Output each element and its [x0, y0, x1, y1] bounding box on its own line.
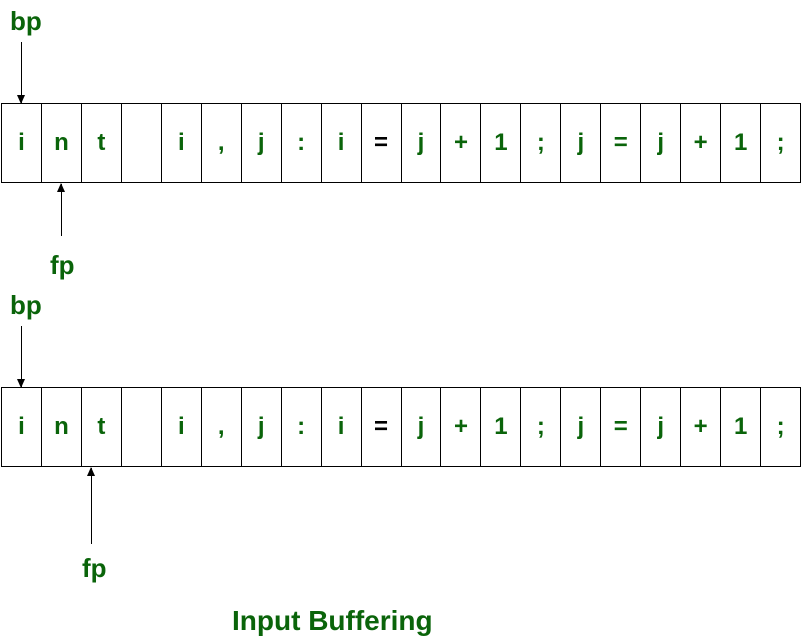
fp-label-2: fp: [82, 553, 107, 583]
buffer-cell: i: [2, 104, 42, 182]
buffer-cell: =: [362, 388, 402, 466]
buffer-cell: [122, 388, 162, 466]
buffer-cell: j: [641, 104, 682, 182]
bp-arrow-2: [17, 326, 25, 388]
bp-arrow-1: [17, 42, 25, 104]
buffer-cell: 1: [721, 104, 762, 182]
buffer-cell: j: [641, 388, 682, 466]
buffer-cell: n: [42, 104, 82, 182]
bp-label-1: bp: [10, 6, 42, 36]
buffer-cell: i: [2, 388, 42, 466]
buffer-cell: +: [681, 388, 722, 466]
bp-label-2: bp: [10, 290, 42, 320]
diagram-caption: Input Buffering: [232, 605, 433, 636]
buffer-cell: :: [282, 104, 322, 182]
buffer-cell: 1: [481, 388, 522, 466]
buffer-cell: t: [82, 388, 122, 466]
buffer-cell: =: [601, 104, 642, 182]
buffer-cell: :: [282, 388, 322, 466]
buffer-cell: j: [242, 104, 282, 182]
buffer-cell: i: [322, 104, 362, 182]
buffer-cell: +: [441, 104, 482, 182]
buffer-cell: j: [402, 388, 442, 466]
buffer-cell: j: [561, 104, 602, 182]
buffer-cell: i: [162, 388, 202, 466]
buffer-cell: ,: [202, 388, 242, 466]
buffer-cell: =: [601, 388, 642, 466]
buffer-cell: j: [242, 388, 282, 466]
buffer-cell: [122, 104, 162, 182]
buffer-cell: i: [322, 388, 362, 466]
buffer-cell: ;: [776, 129, 785, 156]
fp-arrow-1: [57, 183, 65, 236]
buffer-cell: j: [561, 388, 602, 466]
buffer-cell: n: [42, 388, 82, 466]
buffer-cell: ;: [521, 104, 562, 182]
buffer-cell: +: [441, 388, 482, 466]
buffer-cell: j: [402, 104, 442, 182]
buffer-cell: ;: [521, 388, 562, 466]
buffer-cell: =: [362, 104, 402, 182]
buffer-cell: 1: [721, 388, 762, 466]
buffer-cell: 1: [481, 104, 522, 182]
buffer-cell: ;: [776, 413, 785, 440]
buffer-cell: ,: [202, 104, 242, 182]
buffer-cell: i: [162, 104, 202, 182]
fp-arrow-2: [87, 467, 95, 544]
buffer-cell: +: [681, 104, 722, 182]
buffer-cell: t: [82, 104, 122, 182]
fp-label-1: fp: [50, 250, 75, 280]
